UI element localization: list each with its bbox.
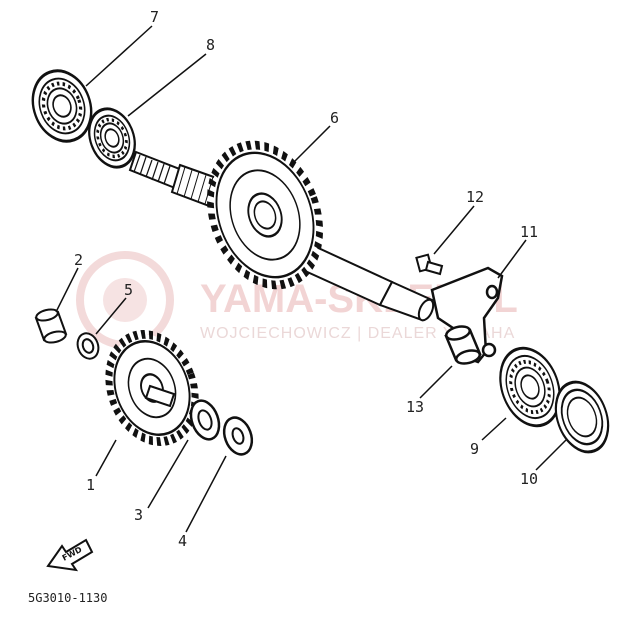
part-label-13: 13: [406, 398, 424, 416]
bracket-11: [430, 266, 504, 364]
oil-seal-10: [554, 380, 610, 454]
collar-2: [34, 308, 68, 344]
part-label-7: 7: [150, 8, 159, 26]
watermark-tagline: WOJCIECHOWICZ | DEALER YAMAHA: [200, 325, 515, 342]
part-label-12: 12: [466, 188, 484, 206]
part-label-4: 4: [178, 532, 187, 550]
part-label-3: 3: [134, 506, 143, 524]
part-label-6: 6: [330, 109, 339, 127]
collar-13: [444, 325, 482, 365]
part-label-5: 5: [124, 281, 133, 299]
washer-5: [76, 332, 100, 360]
part-label-11: 11: [520, 223, 538, 241]
bearing-9: [499, 346, 561, 428]
fwd-arrow-icon: FWD: [46, 538, 94, 572]
part-label-8: 8: [206, 36, 215, 54]
bearing-7: [31, 69, 93, 143]
bolt-12: [415, 253, 444, 276]
small-gear-1: [105, 330, 199, 446]
part-label-9: 9: [470, 440, 479, 458]
bearing-8: [88, 107, 136, 169]
part-label-10: 10: [520, 470, 538, 488]
part-labels: 7 8 6 2 5 1 3 4 12 11 13 9 10: [74, 8, 538, 550]
washer-4: [222, 416, 254, 456]
part-label-1: 1: [86, 476, 95, 494]
leader-lines: [55, 25, 567, 533]
part-label-2: 2: [74, 251, 83, 269]
diagram-code: 5G3010-1130: [28, 591, 107, 605]
large-shaft-gear: [207, 140, 323, 290]
washer-3: [189, 399, 221, 441]
